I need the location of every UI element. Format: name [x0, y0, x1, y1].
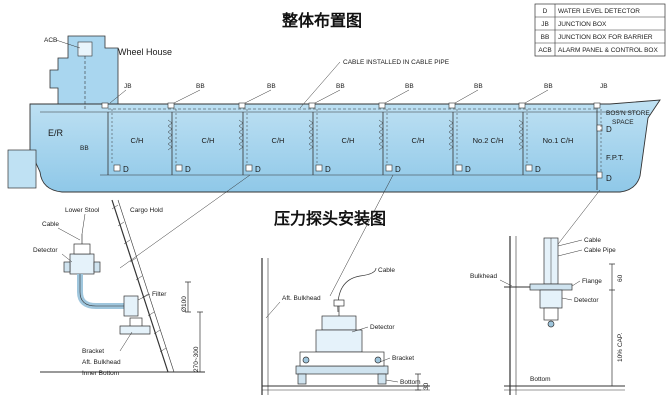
d-marker-3: D	[255, 165, 261, 174]
wheel-house-label: Wheel House	[118, 47, 172, 57]
layout-title: 整体布置图	[281, 11, 362, 30]
detail-left-drawing	[40, 199, 205, 373]
superstructure	[49, 35, 119, 105]
bb-label-2: BB	[267, 83, 276, 90]
mid-aft-bulkhead-label: Aft. Bulkhead	[282, 295, 321, 302]
legend-table: D WATER LEVEL DETECTOR JB JUNCTION BOX B…	[534, 3, 666, 57]
hold-label-4: C/H	[342, 136, 355, 145]
detail-right-drawing	[504, 236, 625, 395]
legend-code-jb: JB	[541, 21, 549, 28]
mid-bottom-label: Bottom	[400, 379, 421, 386]
engine-room-label: E/R	[48, 128, 64, 138]
right-cable-pipe-label: Cable Pipe	[584, 247, 616, 254]
hold-label-5: C/H	[412, 136, 425, 145]
d-marker-6: D	[465, 165, 471, 174]
bb-label-3: BB	[336, 83, 345, 90]
installation-title: 压力探头安装图	[274, 209, 386, 228]
right-dim-cap-label: 10% CAP.	[617, 333, 624, 362]
filter-label: Filter	[152, 291, 167, 298]
bosn-store-label: BOS'N STORE	[606, 110, 650, 117]
right-dim-60-label: 60	[617, 274, 624, 282]
hold-label-7: No.1 C/H	[543, 136, 574, 145]
d-marker-4: D	[325, 165, 331, 174]
mid-dim-30-label: 30	[423, 382, 430, 390]
bb-label-5: BB	[474, 83, 483, 90]
left-detector-label: Detector	[33, 247, 58, 254]
legend-code-d: D	[543, 8, 548, 15]
hold-label-6: No.2 C/H	[473, 136, 504, 145]
d-marker-2: D	[185, 165, 191, 174]
dim-diameter-label: Ø100	[181, 296, 188, 312]
acb-label: ACB	[44, 37, 57, 44]
left-bracket-label: Bracket	[82, 348, 104, 355]
right-bulkhead-label: Bulkhead	[470, 273, 497, 280]
bosn-space-label: SPACE	[612, 119, 634, 126]
cargo-hold-label: Cargo Hold	[130, 207, 163, 214]
flange-label: Flange	[582, 278, 602, 285]
d-marker-7: D	[535, 165, 541, 174]
mid-cable-label: Cable	[378, 267, 395, 274]
left-aft-bulkhead-label: Aft. Bulkhead	[82, 359, 121, 366]
left-cable-label: Cable	[42, 221, 59, 228]
legend-code-acb: ACB	[538, 47, 551, 54]
legend-desc-bb: JUNCTION BOX FOR BARRIER	[558, 34, 653, 41]
right-cable-label: Cable	[584, 237, 601, 244]
bb-label-4: BB	[405, 83, 414, 90]
d-marker-1: D	[123, 165, 129, 174]
legend-desc-jb: JUNCTION BOX	[558, 21, 607, 28]
mid-detector-label: Detector	[370, 324, 395, 331]
right-detector-label: Detector	[574, 297, 599, 304]
legend-desc-d: WATER LEVEL DETECTOR	[558, 8, 640, 15]
hold-label-1: C/H	[131, 136, 144, 145]
cable-note-label: CABLE INSTALLED IN CABLE PIPE	[343, 59, 450, 66]
bb-label-6: BB	[544, 83, 553, 90]
bb-label-er: BB	[80, 145, 89, 152]
d-marker-9: D	[606, 174, 612, 183]
ship-profile	[7, 35, 661, 193]
legend-desc-acb: ALARM PANEL & CONTROL BOX	[558, 47, 658, 54]
dim-height-label: 270~300	[193, 346, 200, 372]
detail-middle-drawing	[261, 258, 430, 395]
jb-fwd-label: JB	[600, 83, 608, 90]
fpt-label: F.P.T.	[606, 153, 624, 162]
d-marker-5: D	[395, 165, 401, 174]
legend-code-bb: BB	[541, 34, 550, 41]
hold-label-2: C/H	[202, 136, 215, 145]
lower-stool-label: Lower Stool	[65, 207, 100, 214]
hold-label-3: C/H	[272, 136, 285, 145]
left-inner-bottom-label: Inner Bottom	[82, 370, 119, 377]
jb-aft-label: JB	[124, 83, 132, 90]
d-marker-8: D	[606, 125, 612, 134]
bb-label-1: BB	[196, 83, 205, 90]
right-bottom-label: Bottom	[530, 376, 551, 383]
hull	[29, 99, 661, 193]
mid-bracket-label: Bracket	[392, 355, 414, 362]
